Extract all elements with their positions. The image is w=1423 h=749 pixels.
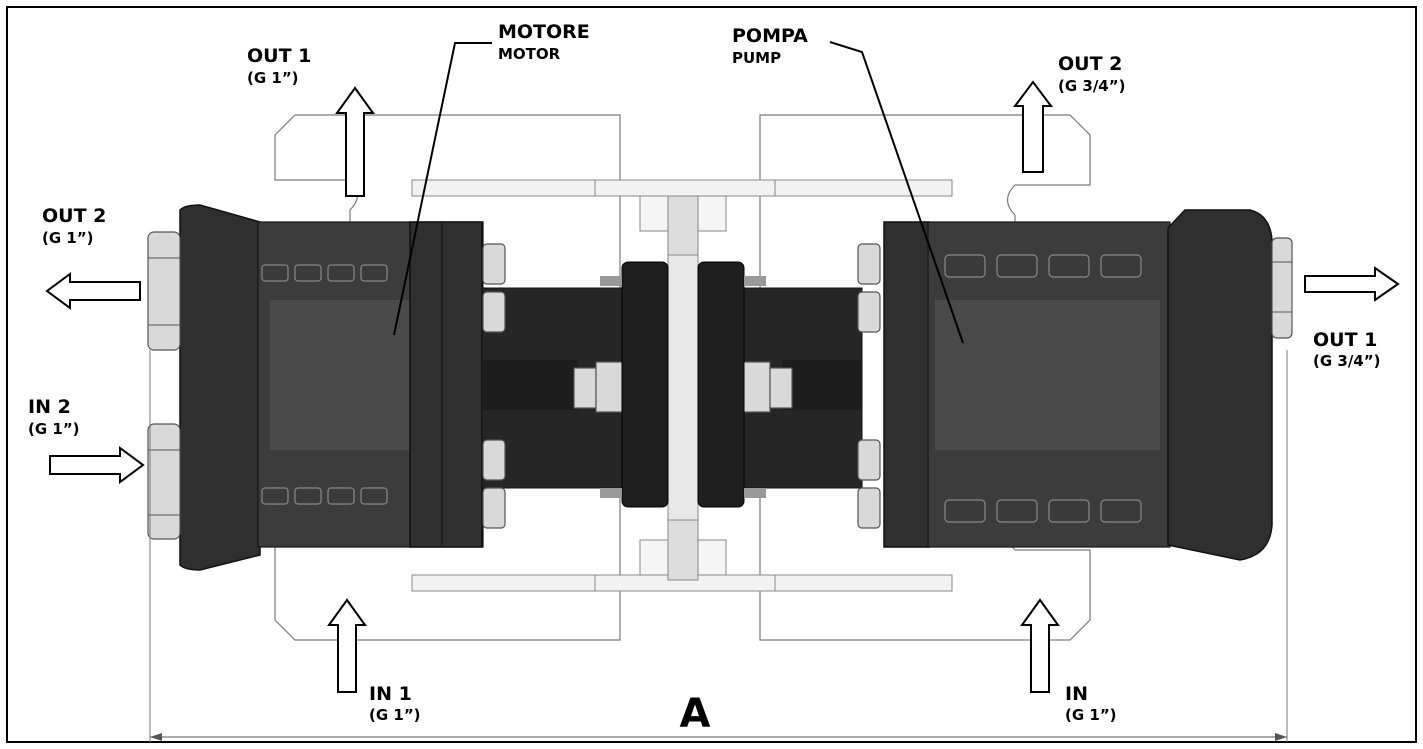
pump-vents-bottom — [944, 499, 1142, 523]
pump-body — [883, 209, 1273, 561]
label-out2-right-size: (G 3/4”) — [1058, 77, 1125, 95]
label-motor: MOTOR — [498, 45, 561, 63]
arrow-out2-right — [1013, 80, 1053, 173]
label-in1-size: (G 1”) — [369, 706, 421, 724]
arrow-in1 — [327, 598, 367, 693]
pump-vents-top — [944, 254, 1142, 278]
label-out2-left: OUT 2 — [42, 205, 106, 227]
leader-motor — [393, 42, 492, 336]
label-motore: MOTORE — [498, 21, 590, 43]
motor-vents-bottom — [261, 487, 388, 505]
label-out2-left-size: (G 1”) — [42, 229, 94, 247]
label-out2-right: OUT 2 — [1058, 53, 1122, 75]
label-pompa: POMPA — [732, 25, 808, 47]
pump-fitting-out1 — [1271, 237, 1293, 339]
label-dimension-a: A — [680, 691, 711, 737]
motor-fitting-in2 — [147, 423, 181, 540]
arrow-in-right — [1020, 598, 1060, 693]
label-pump: PUMP — [732, 49, 781, 67]
motor-vents-top — [261, 264, 388, 282]
arrow-out1-right — [1304, 266, 1400, 302]
label-in1: IN 1 — [369, 683, 412, 705]
dimension-line-a — [149, 350, 1288, 742]
arrow-out1-left — [335, 86, 375, 197]
label-in2: IN 2 — [28, 396, 71, 418]
motor-fitting-out2 — [147, 231, 181, 351]
label-in-right-size: (G 1”) — [1065, 706, 1117, 724]
motor-body — [179, 204, 484, 571]
mount-bar-bottom — [411, 519, 953, 592]
label-out1-right: OUT 1 — [1313, 329, 1377, 351]
mount-bar-top — [411, 179, 953, 257]
label-out1-right-size: (G 3/4”) — [1313, 352, 1380, 370]
label-out1-left: OUT 1 — [247, 45, 311, 67]
label-out1-left-size: (G 1”) — [247, 69, 299, 87]
leader-pump — [829, 41, 964, 344]
label-in2-size: (G 1”) — [28, 420, 80, 438]
center-plate — [667, 254, 699, 521]
label-in-right: IN — [1065, 683, 1088, 705]
coupling-assembly — [481, 243, 881, 529]
arrow-in2 — [49, 446, 145, 484]
diagram-frame — [6, 6, 1417, 743]
arrow-out2-left — [45, 272, 141, 310]
